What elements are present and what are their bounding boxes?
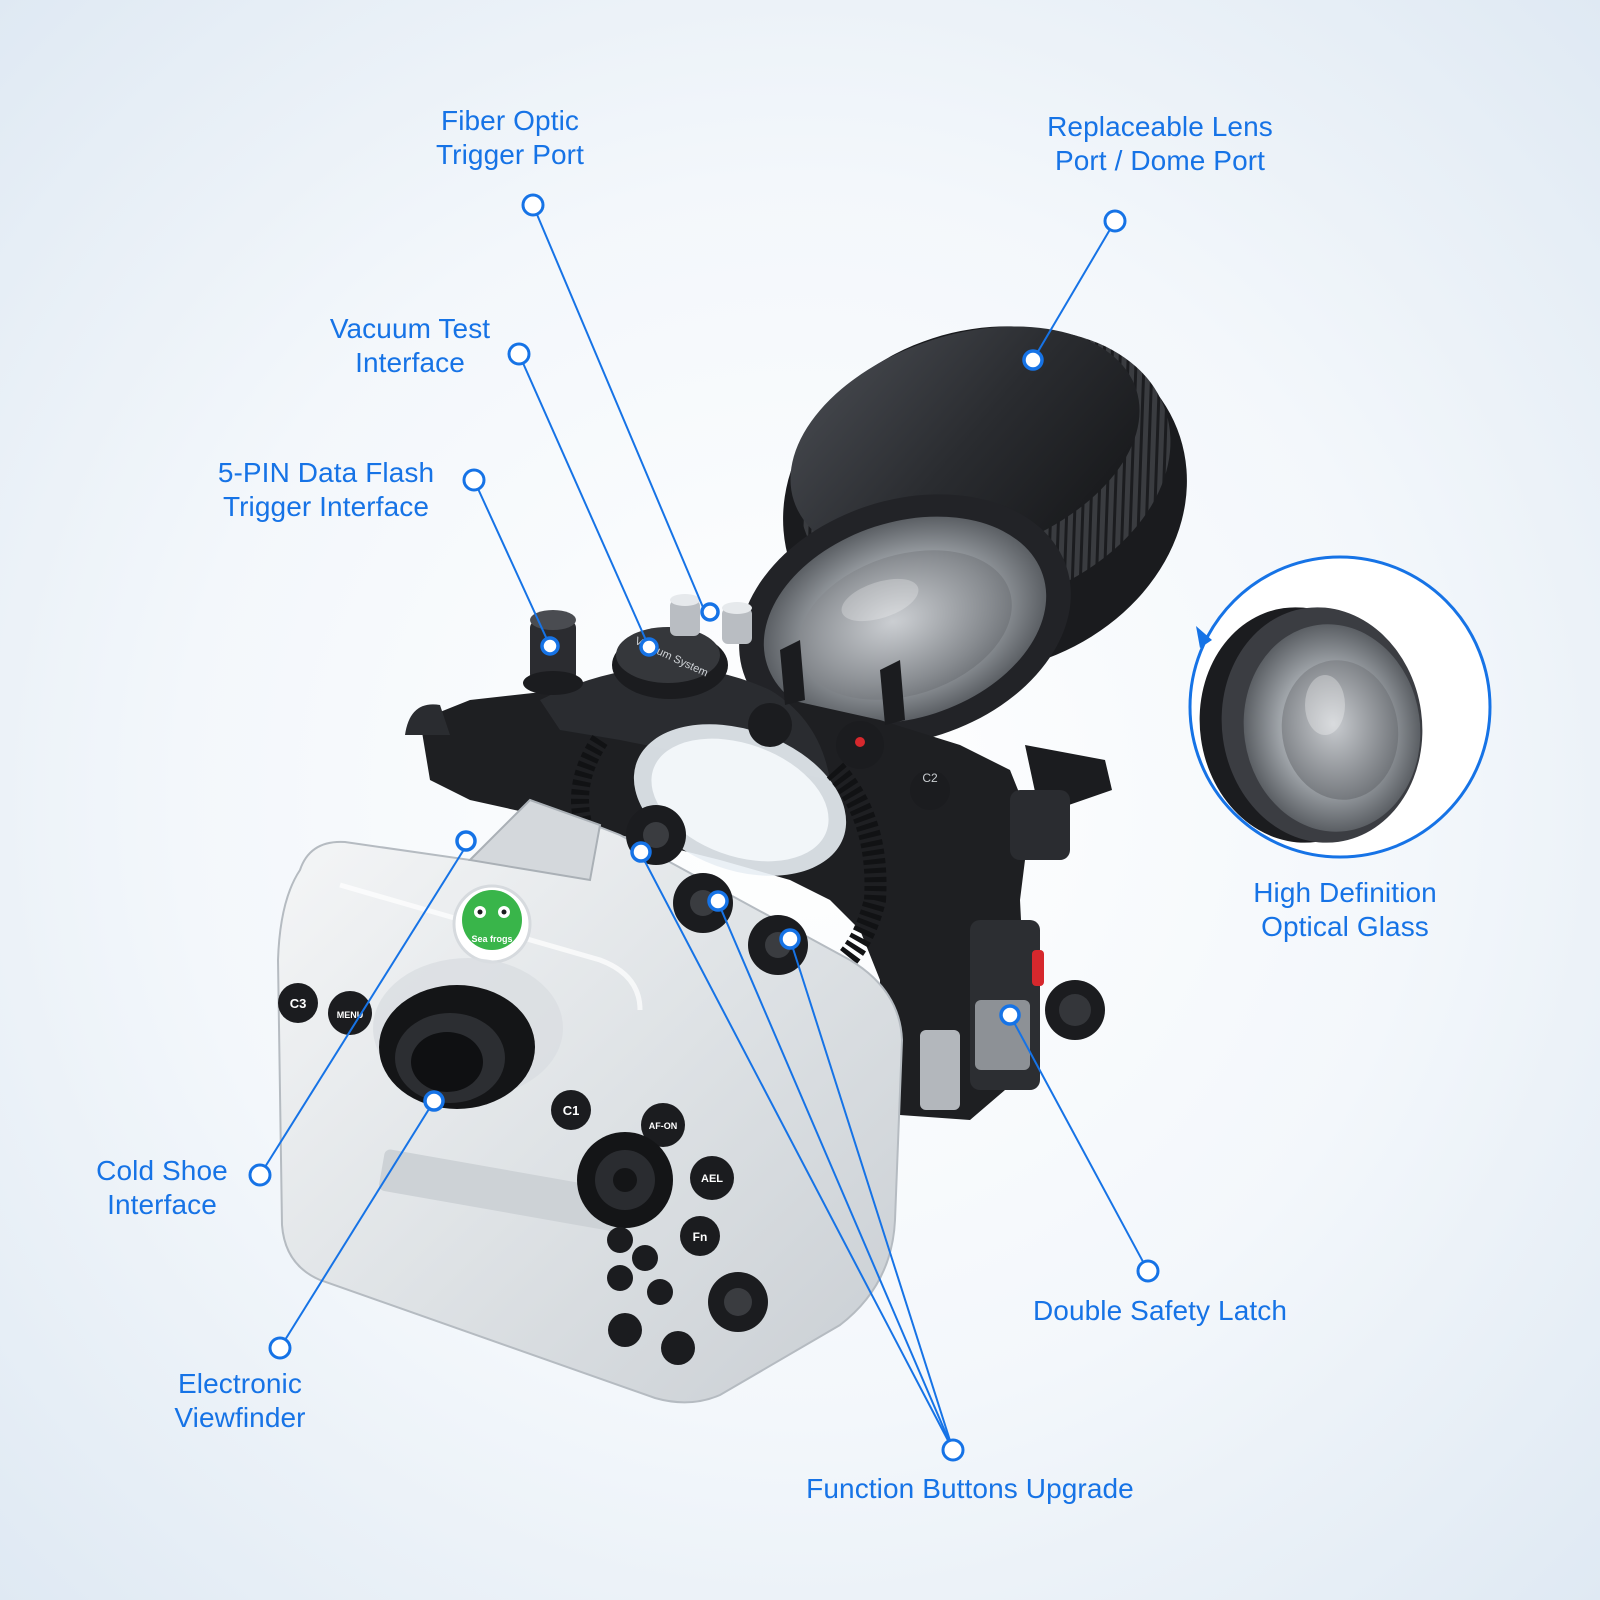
clear-housing: Sea frogs C3 MENU C1 AF-ON AEL Fn <box>276 798 904 1404</box>
callout-cold-shoe-interface: Cold Shoe Interface <box>72 1154 252 1222</box>
callout-line: Fiber Optic <box>440 105 580 136</box>
fn-label: Fn <box>693 1230 708 1244</box>
callout-markers <box>248 193 1160 1462</box>
callout-line: Viewfinder <box>174 1402 306 1433</box>
c3-label: C3 <box>290 996 307 1011</box>
callout-vacuum-test-interface: Vacuum Test Interface <box>300 312 520 380</box>
callout-five-pin-flash-trigger: 5-PIN Data Flash Trigger Interface <box>196 456 456 524</box>
callout-line: Replaceable Lens <box>1047 111 1273 142</box>
callout-line: Port / Dome Port <box>1054 145 1266 176</box>
callout-line: High Definition <box>1253 877 1437 908</box>
callout-line: Electronic <box>178 1368 302 1399</box>
callout-function-buttons-upgrade: Function Buttons Upgrade <box>780 1472 1160 1506</box>
callout-electronic-viewfinder: Electronic Viewfinder <box>150 1367 330 1435</box>
callout-line: Double Safety Latch <box>1032 1295 1288 1326</box>
callout-line: Cold Shoe <box>96 1155 228 1186</box>
brand-badge-text: Sea frogs <box>471 934 512 944</box>
lens-port <box>739 326 1187 746</box>
callout-line: Interface <box>107 1189 217 1220</box>
callout-line: Vacuum Test <box>329 313 491 344</box>
ael-label: AEL <box>701 1173 723 1185</box>
callout-line: Interface <box>355 347 465 378</box>
callout-line: Trigger Interface <box>222 491 430 522</box>
callout-hd-optical-glass: High Definition Optical Glass <box>1225 876 1465 944</box>
c1-label: C1 <box>563 1103 580 1118</box>
leader-lines <box>259 204 1149 1451</box>
callout-line: 5-PIN Data Flash <box>217 457 435 488</box>
callout-line: Optical Glass <box>1261 911 1429 942</box>
callout-line: Trigger Port <box>436 139 584 170</box>
callout-double-safety-latch: Double Safety Latch <box>1010 1294 1310 1328</box>
callout-replaceable-lens-port: Replaceable Lens Port / Dome Port <box>1020 110 1300 178</box>
menu-label: MENU <box>337 1010 364 1020</box>
hd-glass-inset <box>1188 555 1492 859</box>
housing-frame <box>405 667 1112 1120</box>
af-on-label: AF-ON <box>649 1121 678 1131</box>
callout-fiber-optic-trigger-port: Fiber Optic Trigger Port <box>400 104 620 172</box>
c2-label: C2 <box>922 771 938 785</box>
callout-line: Function Buttons Upgrade <box>806 1473 1134 1504</box>
